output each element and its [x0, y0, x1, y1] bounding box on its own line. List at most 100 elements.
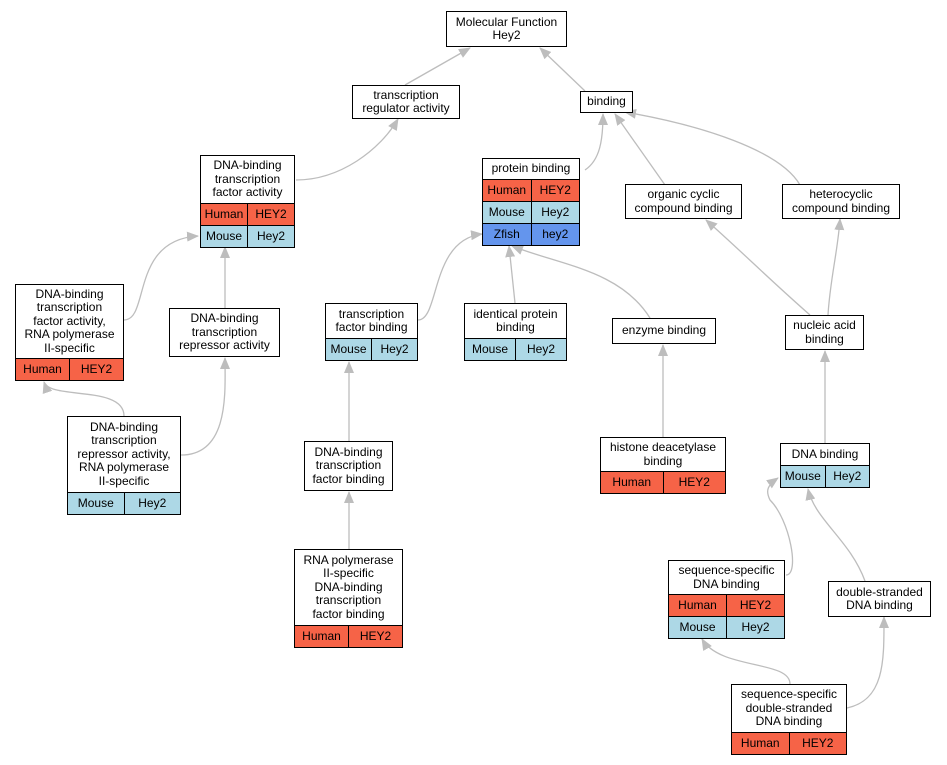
node-binding[interactable]: binding	[580, 91, 633, 113]
node-title: double-stranded DNA binding	[836, 584, 923, 612]
edge-binding-mf	[539, 47, 586, 92]
node-dna-binding-tf-activity-rnap2[interactable]: DNA-binding transcription factor activit…	[15, 284, 124, 381]
species-cell: Mouse	[784, 468, 821, 483]
gene-cell: HEY2	[788, 733, 847, 754]
node-title: heterocyclic compound binding	[791, 187, 891, 215]
annotation-row: Human HEY2	[732, 732, 846, 754]
node-title: binding	[587, 94, 626, 109]
edge-dbtra2-dbtfa2	[42, 381, 125, 417]
gene-cell: Hey2	[515, 339, 566, 360]
gene-cell: HEY2	[348, 626, 402, 647]
species-cell: Human	[302, 628, 341, 643]
node-dna-binding-tr-activity-rnap2[interactable]: DNA-binding transcription repressor acti…	[67, 416, 181, 515]
node-title: DNA-binding transcription repressor acti…	[179, 311, 270, 353]
edge-hcb-binding	[624, 108, 801, 186]
species-cell: Mouse	[471, 341, 509, 356]
edge-ssdsdb-dsdb	[846, 616, 890, 709]
node-identical-protein-binding[interactable]: identical protein binding Mouse Hey2	[464, 303, 567, 361]
annotation-row: Mouse Hey2	[669, 616, 784, 638]
annotation-row: Human HEY2	[16, 358, 123, 380]
edge-ocb-binding	[614, 113, 666, 186]
gene-cell: HEY2	[530, 180, 580, 201]
species-cell: Human	[740, 735, 780, 750]
node-transcription-regulator-activity[interactable]: transcription regulator activity	[352, 85, 460, 119]
annotation-row: Human HEY2	[669, 594, 784, 616]
species-cell: Human	[612, 474, 652, 489]
node-title: transcription regulator activity	[362, 87, 450, 115]
node-title: DNA-binding transcription factor activit…	[24, 286, 115, 355]
species-cell: Zfish	[493, 226, 520, 241]
node-heterocyclic-compound-binding[interactable]: heterocyclic compound binding	[782, 184, 900, 219]
node-title: enzyme binding	[621, 323, 707, 338]
edge-dbtra2-dbtra	[180, 357, 231, 456]
node-molecular-function[interactable]: Molecular Function Hey2	[446, 11, 567, 47]
node-dna-binding-transcription-factor-binding[interactable]: DNA-binding transcription factor binding	[304, 441, 393, 491]
gene-cell: Hey2	[247, 226, 294, 247]
edge-ssdb-dnab	[766, 477, 794, 576]
species-cell: Human	[487, 182, 527, 197]
node-title: histone deacetylase binding	[609, 440, 717, 468]
gene-cell: Hey2	[824, 466, 870, 487]
edge-dbtfa2-dbtfa	[123, 231, 199, 321]
node-double-stranded-dna-binding[interactable]: double-stranded DNA binding	[828, 581, 931, 617]
species-cell: Mouse	[77, 495, 114, 510]
node-enzyme-binding[interactable]: enzyme binding	[612, 318, 716, 344]
node-transcription-factor-binding[interactable]: transcription factor binding Mouse Hey2	[325, 303, 418, 361]
edge-tra-mf	[404, 47, 471, 86]
node-sequence-specific-dna-binding[interactable]: sequence-specific DNA binding Human HEY2…	[668, 560, 785, 639]
node-dna-binding[interactable]: DNA binding Mouse Hey2	[780, 443, 870, 488]
annotation-row: Human HEY2	[295, 625, 402, 647]
node-title: sequence-specific DNA binding	[678, 563, 775, 591]
gene-cell: HEY2	[247, 204, 294, 225]
node-title: DNA-binding transcription repressor acti…	[77, 419, 171, 488]
annotation-row: Mouse Hey2	[781, 465, 869, 487]
gene-cell: hey2	[530, 224, 580, 245]
species-cell: Mouse	[488, 204, 525, 219]
node-title: DNA-binding transcription factor activit…	[212, 158, 283, 200]
gene-cell: HEY2	[69, 359, 123, 380]
annotation-row: Human HEY2	[483, 179, 579, 201]
node-title: protein binding	[491, 161, 571, 176]
node-title: sequence-specific double-stranded DNA bi…	[740, 687, 838, 729]
node-protein-binding[interactable]: protein binding Human HEY2 Mouse Hey2 Zf…	[482, 158, 580, 246]
node-title: organic cyclic compound binding	[634, 187, 733, 215]
edge-eb-pb	[511, 245, 651, 319]
node-dna-binding-transcription-repressor-activity[interactable]: DNA-binding transcription repressor acti…	[169, 308, 280, 357]
node-sequence-specific-double-stranded-dna-binding[interactable]: sequence-specific double-stranded DNA bi…	[731, 684, 847, 755]
species-cell: Mouse	[205, 228, 243, 243]
node-dna-binding-transcription-factor-activity[interactable]: DNA-binding transcription factor activit…	[200, 155, 295, 248]
edge-tfb-pb	[417, 230, 483, 321]
gene-cell: HEY2	[662, 472, 726, 493]
edge-nab-ocb	[705, 219, 811, 316]
annotation-row: Mouse Hey2	[68, 492, 180, 514]
edge-ipb-pb	[505, 245, 516, 304]
edge-dsdb-dnab	[805, 488, 866, 582]
edge-dbtfa-tra	[295, 118, 399, 181]
node-title: Molecular Function Hey2	[455, 14, 558, 42]
gene-cell: Hey2	[123, 493, 181, 514]
gene-cell: Hey2	[530, 202, 580, 223]
gene-cell: Hey2	[726, 617, 784, 638]
node-title: DNA binding	[791, 446, 859, 461]
node-title: identical protein binding	[473, 306, 558, 334]
node-title: DNA-binding transcription factor binding	[312, 444, 385, 486]
annotation-row: Human HEY2	[201, 203, 294, 225]
node-title: RNA polymerase II-specific DNA-binding t…	[303, 552, 394, 621]
edge-ssdsdb-ssdb	[701, 638, 791, 685]
annotation-row: Human HEY2	[601, 471, 725, 493]
node-histone-deacetylase-binding[interactable]: histone deacetylase binding Human HEY2	[600, 437, 726, 494]
annotation-row: Mouse Hey2	[326, 338, 417, 360]
node-rnap2-dna-binding-tf-binding[interactable]: RNA polymerase II-specific DNA-binding t…	[294, 549, 403, 648]
species-cell: Human	[204, 206, 244, 221]
node-nucleic-acid-binding[interactable]: nucleic acid binding	[785, 315, 864, 350]
node-organic-cyclic-compound-binding[interactable]: organic cyclic compound binding	[625, 184, 742, 219]
gene-cell: Hey2	[371, 339, 417, 360]
species-cell: Mouse	[330, 341, 367, 356]
gene-cell: HEY2	[726, 595, 784, 616]
node-title: transcription factor binding	[335, 306, 408, 334]
annotation-row: Mouse Hey2	[465, 338, 566, 360]
annotation-row: Mouse Hey2	[201, 225, 294, 247]
species-cell: Human	[23, 361, 62, 376]
annotation-row: Mouse Hey2	[483, 201, 579, 223]
